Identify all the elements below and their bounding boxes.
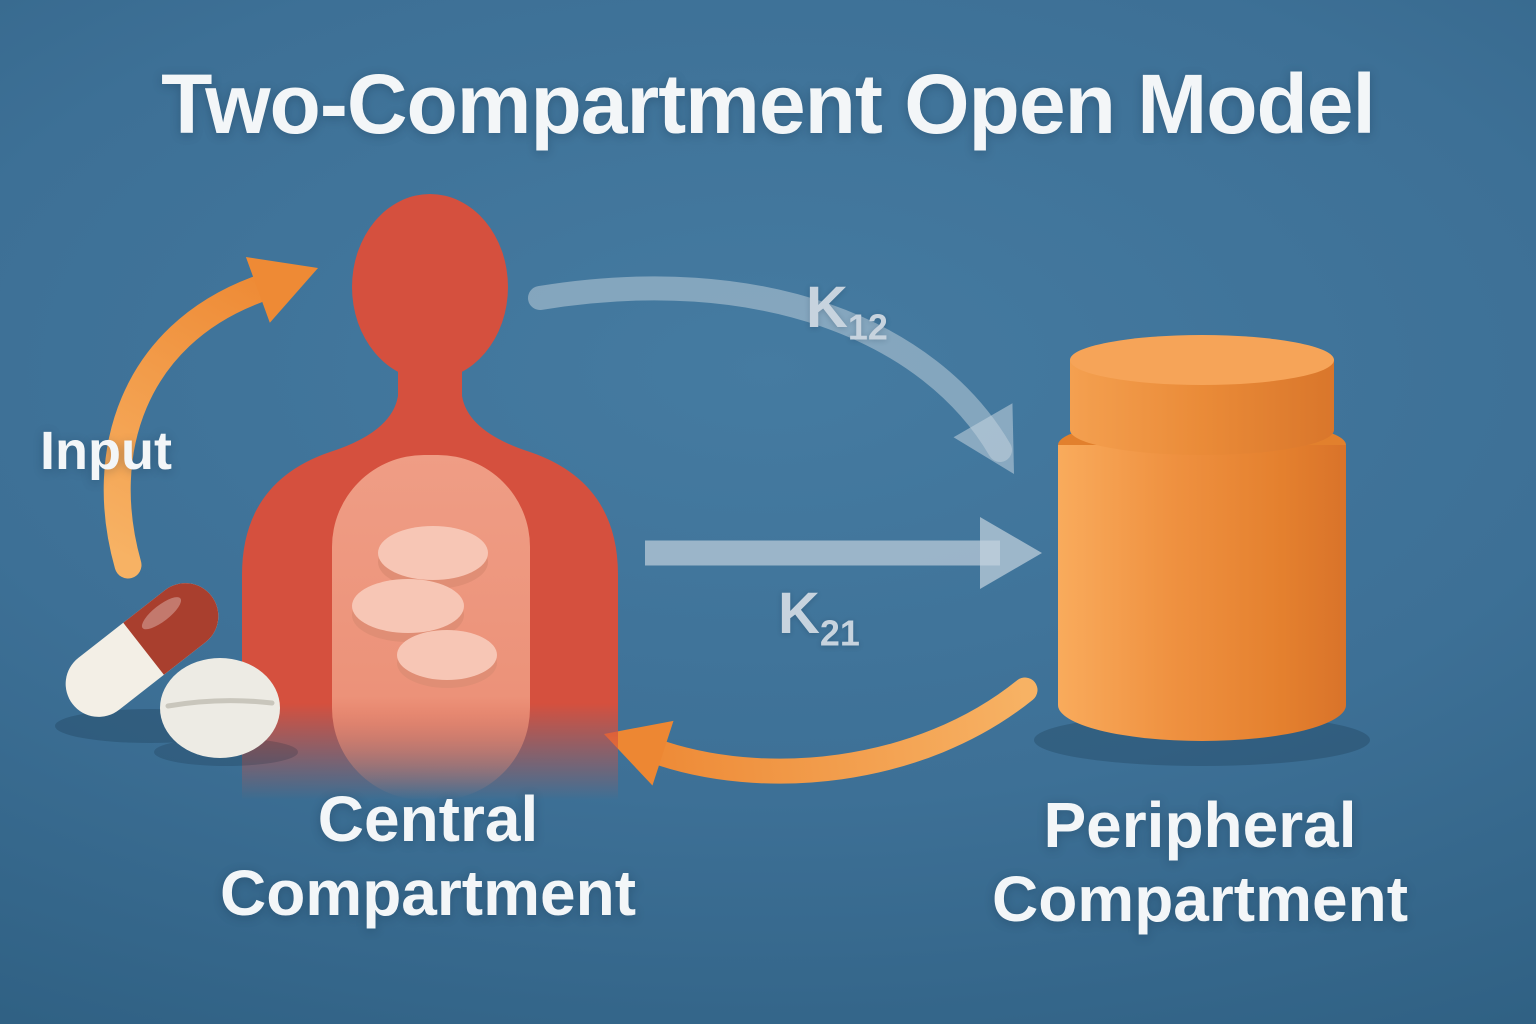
input-label: Input — [40, 421, 172, 481]
peripheral-line1: Peripheral — [1043, 789, 1357, 861]
page-title: Two-Compartment Open Model — [161, 57, 1376, 151]
peripheral-line2: Compartment — [991, 863, 1409, 936]
return-arrow — [604, 677, 1038, 786]
human-body-icon — [242, 194, 618, 800]
central-line2: Compartment — [219, 857, 637, 930]
bottle-cap — [1070, 360, 1334, 455]
peripheral-compartment-label: Peripheral Compartment — [992, 788, 1408, 936]
input-arrow — [103, 257, 318, 579]
central-compartment-label: Central Compartment — [220, 782, 636, 930]
central-line1: Central — [317, 783, 539, 855]
chest-tablets-icon — [352, 526, 497, 688]
k12-subscript: 12 — [847, 306, 888, 348]
pill-bottle-icon — [1034, 335, 1370, 766]
k12-arrow — [528, 276, 1014, 474]
k12-label: K12 — [806, 274, 888, 349]
k21-label: K21 — [778, 580, 860, 655]
k21-base: K — [778, 581, 820, 646]
tablet-pill-icon — [154, 658, 298, 766]
k12-base: K — [806, 275, 848, 340]
k21-arrow — [645, 517, 1042, 589]
k21-subscript: 21 — [819, 612, 860, 654]
